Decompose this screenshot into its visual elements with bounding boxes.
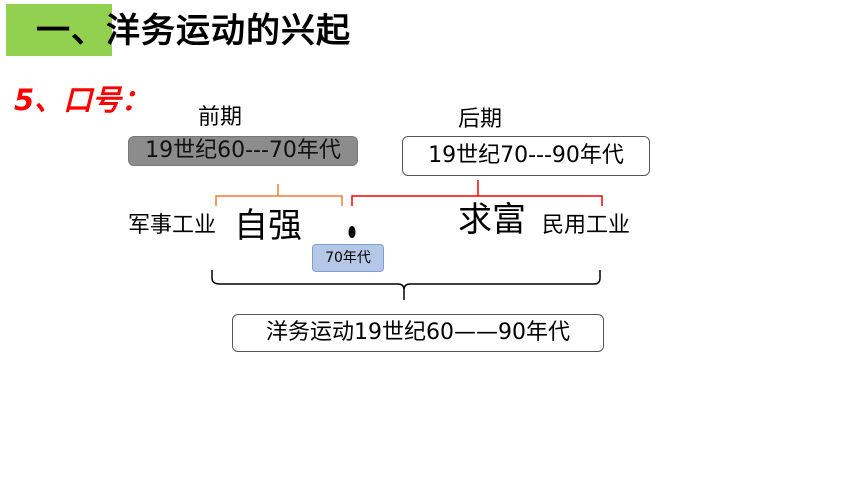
early-bracket <box>215 184 343 206</box>
early-label: 前期 <box>198 105 243 130</box>
section-heading: 5、口号： <box>14 83 151 117</box>
right-note: 民用工业 <box>542 213 631 238</box>
left-note: 军事工业 <box>128 213 217 238</box>
title-highlight <box>6 4 112 56</box>
page-title: 一、洋务运动的兴起 <box>36 11 351 51</box>
late-bracket <box>351 180 603 206</box>
late-label: 后期 <box>458 107 503 132</box>
late-slogan: 求富 <box>458 200 526 240</box>
late-period-box: 19世纪70---90年代 <box>402 136 650 176</box>
early-slogan: 自强 <box>234 206 302 246</box>
total-period-box: 洋务运动19世纪60——90年代 <box>232 314 604 352</box>
early-period-box: 19世纪60---70年代 <box>128 136 358 166</box>
overall-bracket <box>211 270 601 300</box>
divider-badge: 70年代 <box>312 244 384 272</box>
divider-dot <box>348 226 356 238</box>
